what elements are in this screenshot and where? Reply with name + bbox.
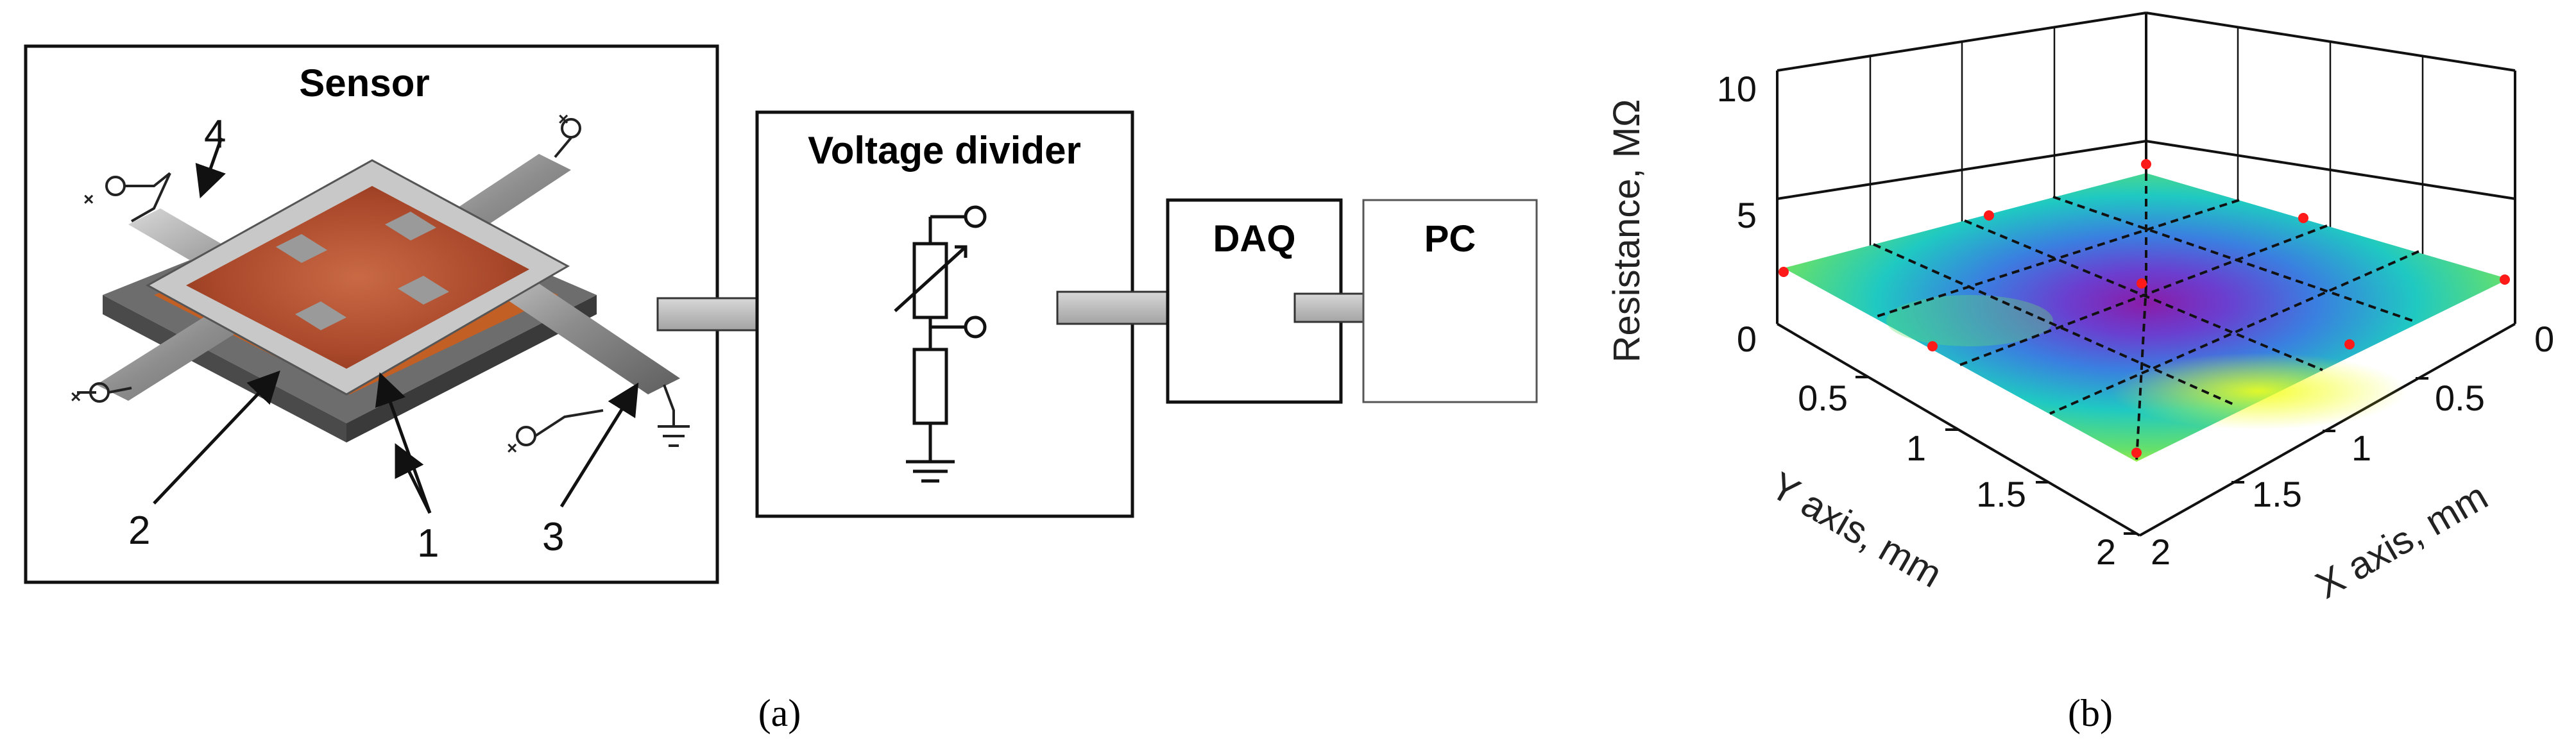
pc-label: PC <box>1424 218 1476 260</box>
pc-box <box>1362 199 1538 403</box>
z-tick-label: 0 <box>1737 319 1757 359</box>
x-tick-label: 0.5 <box>2435 378 2485 418</box>
callout-arrow-3 <box>559 382 639 508</box>
callout-1: 1 <box>417 521 439 566</box>
caption-b: (b) <box>2068 692 2113 734</box>
sensor-film <box>186 186 529 369</box>
panel-b: 10 5 0 Resistance, MΩ 0 0.5 1 1.5 2 2 1.… <box>1606 12 2554 734</box>
x-axis-title: X axis, mm <box>2308 475 2495 607</box>
y-tick-label: 1 <box>1906 428 1926 468</box>
y-tick-label: 1.5 <box>1976 474 2026 514</box>
data-point <box>2344 339 2355 349</box>
daq-label: DAQ <box>1213 218 1296 260</box>
data-point <box>1927 341 1938 351</box>
voltage-divider-title: Voltage divider <box>808 129 1081 172</box>
caption-a: (a) <box>758 692 801 734</box>
resistance-surface <box>1784 173 2509 462</box>
callout-4: 4 <box>204 112 226 156</box>
y-tick-label: 0.5 <box>1798 378 1848 418</box>
x-tick-label: 0 <box>2534 319 2554 359</box>
data-point <box>1984 210 1994 221</box>
data-points <box>1778 159 2510 458</box>
callout-arrow-4 <box>195 137 226 199</box>
data-point <box>1778 267 1789 277</box>
data-point <box>2137 278 2147 289</box>
y-tick-label: 2 <box>2096 532 2116 572</box>
svg-text:×: × <box>507 438 517 458</box>
svg-text:×: × <box>83 189 94 209</box>
y-axis-title: Y axis, mm <box>1764 464 1950 596</box>
callout-3: 3 <box>542 515 564 559</box>
callout-2: 2 <box>128 509 150 553</box>
x-tick-label: 2 <box>2151 532 2171 572</box>
panel-a: Sensor <box>24 44 1538 734</box>
callout-arrow-2 <box>153 370 280 505</box>
divider-circuit <box>894 205 987 483</box>
data-point <box>2500 274 2510 285</box>
svg-text:×: × <box>71 387 81 407</box>
surface-grid <box>1873 173 2419 462</box>
data-point <box>2298 213 2308 223</box>
z-tick-label: 5 <box>1737 195 1757 235</box>
z-tick-label: 10 <box>1717 69 1757 109</box>
callout-arrow-1b <box>375 372 432 514</box>
sensor-illustration: × × × × 4 2 1 3 <box>71 109 690 566</box>
data-point <box>2131 448 2142 458</box>
data-point <box>2141 159 2151 169</box>
x-tick-label: 1.5 <box>2252 474 2302 514</box>
x-tick-label: 1 <box>2351 428 2371 468</box>
z-axis-title: Resistance, MΩ <box>1606 99 1648 363</box>
sensor-title: Sensor <box>299 62 429 105</box>
svg-text:×: × <box>558 109 568 129</box>
